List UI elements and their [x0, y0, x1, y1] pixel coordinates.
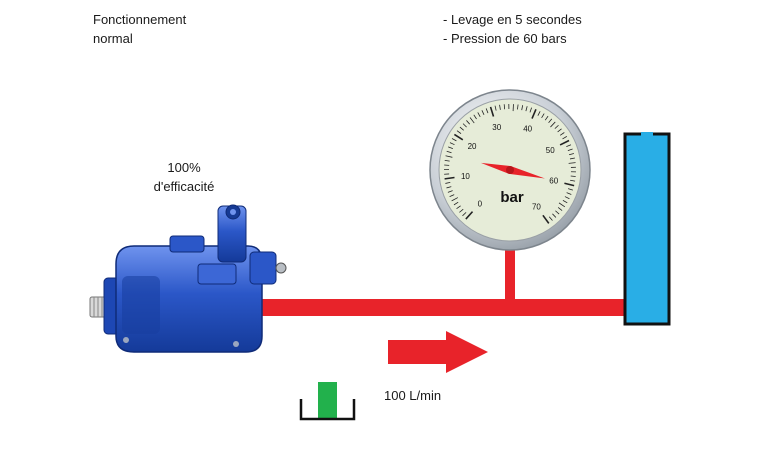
spec-pressure: - Pression de 60 bars — [443, 31, 567, 46]
gauge-minor-tick — [566, 144, 572, 147]
gauge-minor-tick — [562, 136, 568, 140]
gauge-minor-tick — [451, 197, 459, 202]
gauge-tick-label: 50 — [546, 146, 555, 155]
reservoir-icon — [299, 382, 356, 421]
gauge-minor-tick — [548, 118, 553, 124]
gauge-minor-tick — [456, 205, 461, 210]
gauge-major-tick — [531, 108, 537, 119]
gauge-minor-tick — [567, 188, 573, 191]
gauge-minor-tick — [462, 123, 467, 128]
efficiency-caption: d'efficacité — [153, 179, 215, 194]
gauge-minor-tick — [477, 112, 481, 117]
gauge-minor-tick — [481, 110, 485, 115]
gauge-minor-tick — [446, 186, 452, 189]
gauge-minor-tick — [544, 115, 549, 121]
gauge-major-tick — [465, 211, 474, 220]
gauge-minor-tick — [541, 113, 545, 119]
gauge-minor-tick — [453, 201, 459, 206]
gauge-major-tick — [564, 182, 575, 187]
main-pipe — [255, 299, 627, 316]
gauge-minor-tick — [444, 159, 450, 162]
gauge-minor-tick — [558, 202, 566, 208]
gauge-minor-tick — [451, 138, 457, 142]
gauge-minor-tick — [485, 108, 489, 114]
gauge-pipe — [505, 246, 515, 302]
gauge-minor-tick — [552, 213, 557, 218]
flow-rate-label: 100 L/min — [384, 388, 442, 403]
gauge-minor-tick — [557, 207, 563, 211]
gauge-minor-tick — [462, 212, 467, 217]
gauge-minor-tick — [564, 196, 570, 200]
operating-mode-line-1: Fonctionnement — [93, 12, 187, 27]
gauge-minor-tick — [550, 121, 556, 128]
gauge-minor-tick — [517, 104, 519, 110]
gauge-minor-tick — [459, 126, 464, 131]
gauge-minor-tick — [559, 132, 565, 136]
gauge-minor-tick — [456, 130, 462, 134]
gauge-tick-label: 70 — [532, 202, 541, 211]
gauge-minor-tick — [449, 142, 455, 146]
gauge-minor-tick — [529, 107, 532, 113]
gauge-minor-tick — [445, 155, 453, 158]
efficiency-value: 100% — [167, 160, 201, 175]
gauge-minor-tick — [473, 114, 477, 120]
gauge-minor-tick — [554, 124, 559, 129]
hydraulic-pump-icon — [89, 204, 287, 353]
gauge-minor-tick — [568, 153, 575, 156]
gauge-major-tick — [444, 176, 455, 180]
flow-arrow-icon — [388, 331, 488, 373]
specs-list: - Levage en 5 secondes - Pression de 60 … — [443, 10, 582, 48]
gauge-minor-tick — [466, 120, 471, 125]
gauge-minor-tick — [446, 150, 452, 154]
gauge-minor-tick — [568, 162, 576, 164]
gauge-minor-tick — [445, 182, 451, 184]
gauge-minor-tick — [555, 210, 560, 215]
gauge-minor-tick — [525, 106, 528, 112]
gauge-minor-tick — [521, 105, 524, 111]
gauge-tick-label: 20 — [468, 142, 477, 151]
gauge-minor-tick — [494, 105, 497, 111]
gauge-minor-tick — [569, 157, 575, 160]
gauge-minor-tick — [562, 199, 568, 204]
gauge-tick-label: 10 — [461, 172, 470, 181]
gauge-tick-label: 60 — [549, 177, 558, 186]
gauge-minor-tick — [567, 148, 573, 152]
gauge-major-tick — [559, 139, 570, 146]
reservoir-fluid — [318, 382, 337, 419]
gauge-unit: bar — [500, 189, 524, 206]
spec-lift-time: - Levage en 5 secondes — [443, 12, 582, 27]
gauge-major-tick — [453, 133, 464, 141]
gauge-major-tick — [542, 214, 550, 224]
gauge-tick-label: 40 — [523, 125, 532, 134]
gauge-minor-tick — [499, 104, 501, 110]
operating-mode-line-2: normal — [93, 31, 133, 46]
pressure-gauge-icon: 0 10 20 30 40 50 60 70 bar — [429, 89, 591, 251]
gauge-minor-tick — [447, 190, 453, 193]
gauge-tick-label: 30 — [492, 123, 501, 132]
gauge-minor-tick — [557, 128, 562, 133]
gauge-scale — [443, 104, 576, 224]
efficiency-label: 100% d'efficacité — [138, 158, 230, 196]
gauge-minor-tick — [566, 192, 572, 195]
gauge-minor-tick — [548, 216, 553, 221]
gauge-tick-label: 0 — [478, 199, 483, 208]
gauge-major-tick — [489, 106, 495, 117]
operating-mode-label: Fonctionnement normal — [93, 10, 186, 48]
gauge-minor-tick — [469, 117, 475, 124]
hydraulic-cylinder-icon — [623, 132, 671, 326]
gauge-minor-tick — [537, 111, 541, 116]
gauge-tick-labels: 0 10 20 30 40 50 60 70 — [461, 123, 559, 211]
gauge-minor-tick — [449, 194, 455, 198]
gauge-minor-tick — [448, 146, 453, 150]
gauge-minor-tick — [570, 179, 576, 182]
gauge-minor-tick — [459, 208, 464, 213]
